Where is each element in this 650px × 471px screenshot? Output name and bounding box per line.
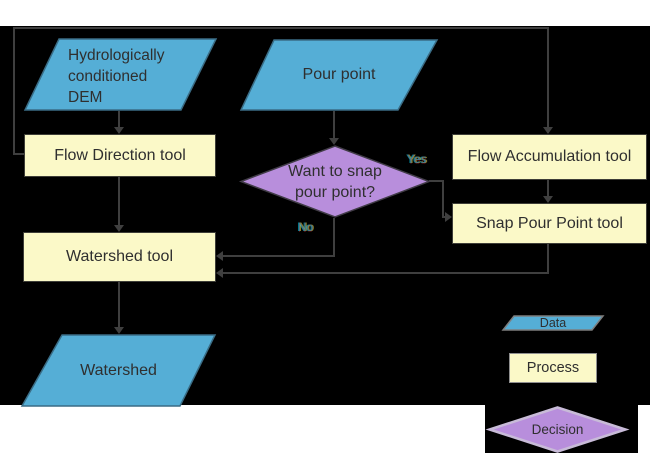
arrowhead-down-icon: [543, 196, 553, 203]
connector-no-horizontal: [223, 255, 335, 257]
node-flow-accumulation: Flow Accumulation tool: [452, 134, 647, 180]
arrowhead-down-icon: [114, 127, 124, 134]
arrowhead-down-icon: [329, 138, 339, 145]
node-flow-direction-label: Flow Direction tool: [54, 146, 186, 164]
decision-diamond-shape: [238, 145, 432, 218]
connector-dem-flowdirection: [118, 111, 120, 128]
node-pour-point: Pour point: [239, 39, 439, 111]
connector-yes-horizontal: [429, 180, 444, 182]
arrowhead-down-icon: [543, 127, 553, 134]
connector-flowaccum-snappour: [547, 180, 549, 196]
arrowhead-right-icon: [445, 212, 452, 222]
data-parallelogram-shape: [239, 39, 439, 111]
node-watershed-tool: Watershed tool: [23, 232, 216, 282]
node-watershed-tool-label: Watershed tool: [65, 248, 173, 265]
data-parallelogram-shape: [20, 334, 217, 407]
connector-yes-vertical: [442, 180, 444, 218]
edge-label-no: No: [298, 220, 314, 234]
node-watershed: Watershed: [20, 334, 217, 407]
arrowhead-left-icon: [216, 251, 223, 261]
connector-flowdirection-stub: [13, 153, 24, 155]
decision-want-to-snap: Want to snap pour point?: [238, 145, 432, 218]
legend-data: Data: [501, 315, 605, 331]
connector-snappour-down: [547, 244, 549, 274]
edge-label-yes: Yes: [407, 152, 427, 166]
legend-decision: Decision: [485, 406, 630, 453]
legend-process: Process: [509, 353, 597, 383]
connector-right-vertical: [547, 27, 549, 127]
arrowhead-left-icon: [216, 268, 223, 278]
connector-pourpoint-decision: [333, 111, 335, 138]
legend-process-label: Process: [526, 360, 580, 376]
node-snap-pour-point: Snap Pour Point tool: [452, 203, 647, 244]
connector-no-vertical: [333, 218, 335, 256]
connector-left-vertical: [13, 27, 15, 155]
arrowhead-down-icon: [114, 327, 124, 334]
arrowhead-down-icon: [114, 225, 124, 232]
connector-top-horizontal: [13, 27, 549, 29]
node-flow-direction: Flow Direction tool: [24, 134, 216, 177]
connector-yes-entry: [442, 216, 446, 218]
node-flow-accumulation-label: Flow Accumulation tool: [467, 148, 632, 165]
connector-watershedtool-watershed: [118, 282, 120, 327]
data-parallelogram-shape: [501, 315, 605, 331]
data-parallelogram-shape: [23, 38, 218, 111]
decision-diamond-shape: [485, 406, 630, 453]
node-dem: Hydrologically conditioned DEM: [23, 38, 218, 111]
connector-snappour-watershedtool: [223, 272, 549, 274]
node-snap-pour-point-label: Snap Pour Point tool: [476, 214, 623, 232]
connector-flowdirection-watershedtool: [118, 177, 120, 225]
